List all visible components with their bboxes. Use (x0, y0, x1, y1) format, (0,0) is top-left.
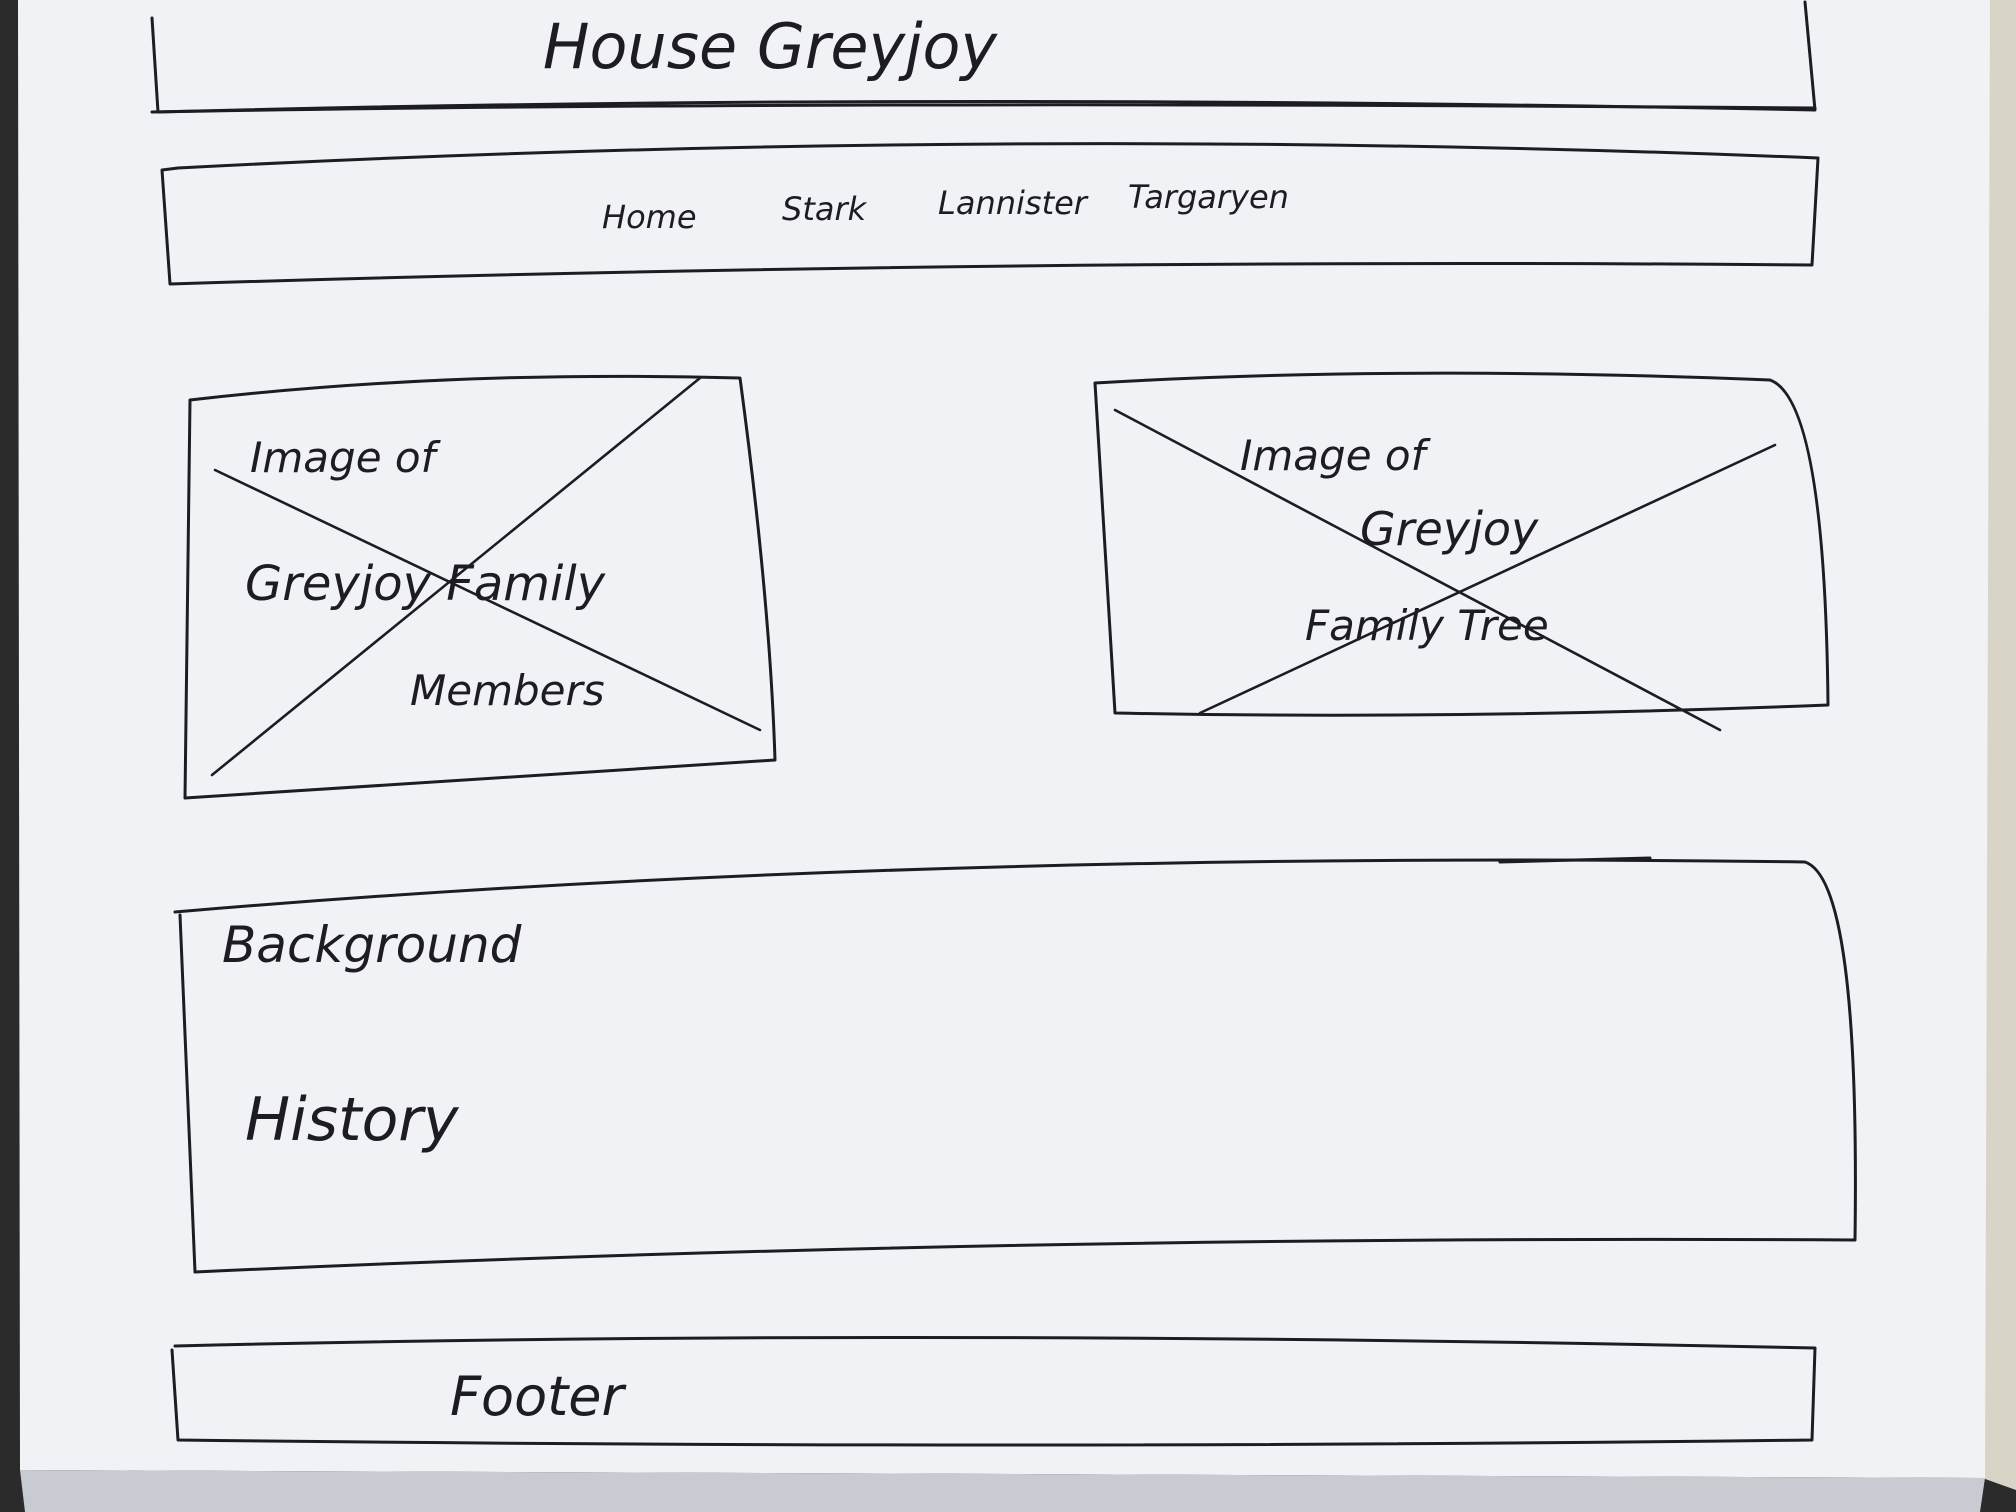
nav-item-stark: Stark (782, 190, 868, 228)
right-image-line3: Family Tree (1305, 601, 1549, 650)
nav-item-home: Home (602, 198, 697, 236)
right-image-line2: Greyjoy (1360, 502, 1539, 556)
left-image-line2: Greyjoy Family (245, 556, 606, 612)
header-box: House Greyjoy (150, 0, 1817, 114)
background-section-label: Background (222, 916, 522, 974)
image-placeholder-left: Image of Greyjoy Family Members (183, 374, 777, 800)
footer-box: Footer (170, 1335, 1817, 1447)
nav-item-targaryen: Targaryen (1128, 178, 1289, 216)
footer-label: Footer (450, 1365, 627, 1428)
paper-shadow (20, 1470, 1985, 1512)
paper-sheet (18, 0, 1990, 1478)
header-title: House Greyjoy (543, 10, 999, 83)
nav-item-lannister: Lannister (938, 184, 1089, 222)
left-image-line3: Members (410, 666, 605, 715)
nav-box: Home Stark Lannister Targaryen (160, 142, 1820, 286)
background-section-box: Background History (173, 856, 1857, 1274)
right-image-line1: Image of (1240, 431, 1432, 480)
left-image-line1: Image of (250, 433, 442, 482)
background-section-sublabel: History (245, 1085, 460, 1155)
image-placeholder-right: Image of Greyjoy Family Tree (1093, 371, 1830, 732)
